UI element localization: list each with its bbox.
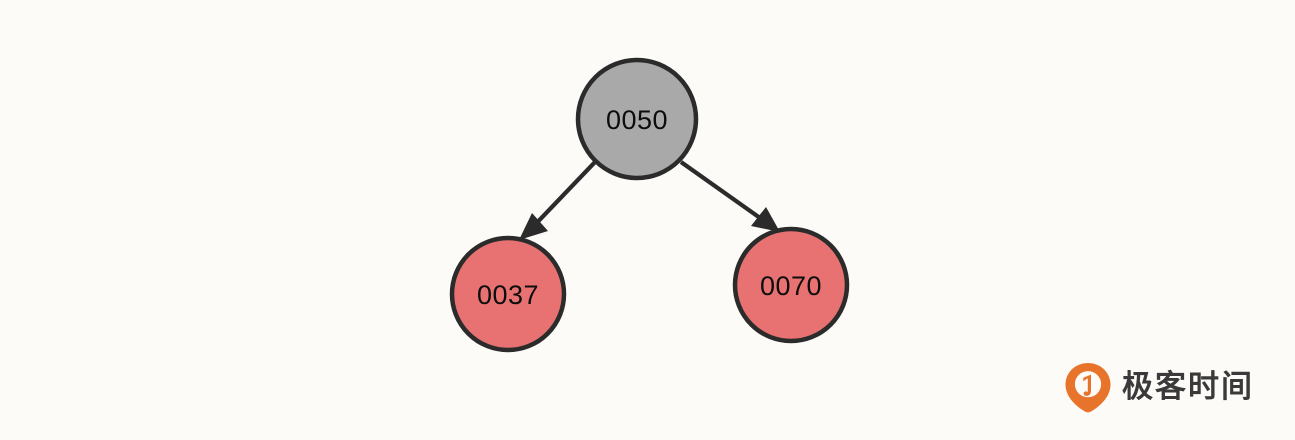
tree-node-right-circle[interactable] bbox=[732, 226, 850, 344]
edge-root-right-line bbox=[679, 160, 772, 227]
tree-node-root-label: 0050 bbox=[606, 105, 668, 135]
edge-root-left-arrowhead bbox=[519, 213, 548, 240]
edge-root-right-arrowhead bbox=[751, 207, 780, 232]
geektime-pin-icon bbox=[1065, 363, 1111, 413]
tree-node-left-label: 0037 bbox=[477, 280, 539, 310]
tree-node-right-label: 0070 bbox=[760, 271, 822, 301]
edge-root-left bbox=[519, 159, 598, 240]
watermark-brand-text: 极客时间 bbox=[1122, 368, 1254, 405]
tree-node-root[interactable]: 0050 bbox=[575, 57, 699, 181]
tree-node-left-circle[interactable] bbox=[449, 235, 567, 353]
edge-root-right bbox=[679, 160, 780, 232]
edge-root-left-line bbox=[526, 159, 598, 234]
tree-node-left[interactable]: 0037 bbox=[449, 235, 567, 353]
tree-node-right[interactable]: 0070 bbox=[732, 226, 850, 344]
tree-node-root-circle[interactable] bbox=[575, 57, 699, 181]
watermark-logo: 极客时间 bbox=[1063, 361, 1254, 413]
